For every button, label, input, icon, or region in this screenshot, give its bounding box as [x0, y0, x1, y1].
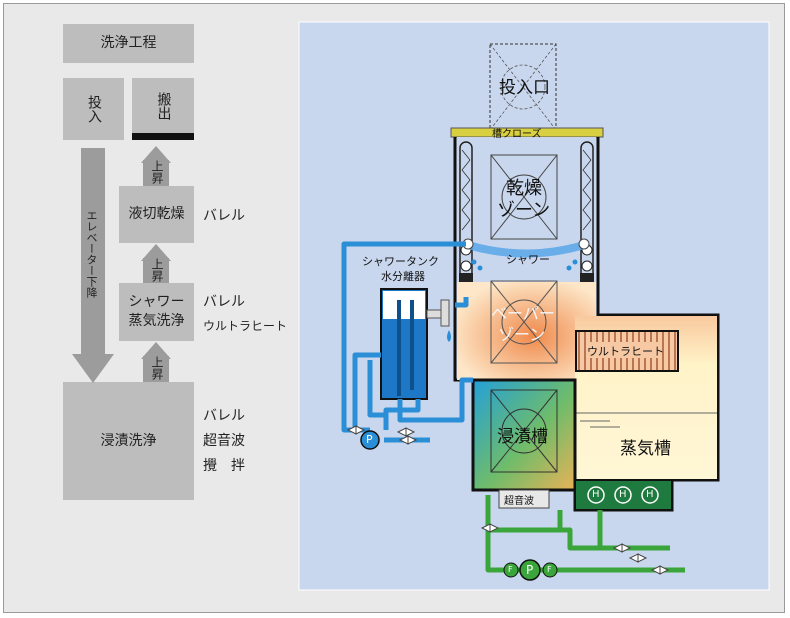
shower-tank: [380, 288, 428, 400]
elevator-arrow: [72, 148, 114, 383]
green-valve-3: [628, 553, 648, 563]
shower-note-1: バレル: [203, 294, 245, 310]
heater-1: [587, 486, 605, 504]
lid-label: 槽クローズ: [492, 129, 542, 140]
blue-pump-label: P: [366, 433, 373, 446]
green-pump: [519, 559, 541, 581]
vapor-zone: [457, 282, 596, 380]
heater-2: [614, 486, 632, 504]
up-label-2: 上昇: [150, 258, 164, 282]
blue-valve-3: [398, 435, 418, 445]
green-valve-1: [480, 523, 500, 533]
immersion-label: 浸漬洗浄: [100, 432, 157, 449]
heater-2-label: H: [619, 489, 627, 500]
shower-box: シャワー 蒸気洗浄: [119, 283, 194, 341]
blue-valve-2: [396, 427, 416, 437]
ultrasonic-label: 超音波: [504, 496, 534, 507]
dry-zone-label-2: ゾーン: [497, 200, 551, 221]
up-arrow-3: [141, 342, 171, 382]
blue-valve-1: [346, 425, 366, 435]
filter-1: [503, 562, 519, 578]
imm-note-2: 超音波: [203, 433, 245, 449]
up-label-1: 上昇: [150, 160, 164, 184]
dry-zone-basket: [490, 154, 558, 240]
inlet-label: 投入口: [499, 78, 550, 98]
unload-bar: [132, 133, 194, 140]
shower-label-2: 蒸気洗浄: [128, 313, 185, 329]
vapor-zone-label-1: ベーパー: [491, 304, 555, 323]
tank-label-1: シャワータンク: [362, 255, 439, 268]
vapor-basket: [490, 280, 558, 364]
vapor-zone-label-2: ゾーン: [498, 325, 546, 344]
blue-pump: [360, 430, 380, 450]
filter-2: [542, 562, 558, 578]
shower-label: シャワー: [506, 253, 550, 266]
steam-tank-label: 蒸気槽: [620, 439, 671, 459]
dry-label: 液切乾燥: [128, 206, 185, 223]
process-title: 洗浄工程: [100, 35, 157, 52]
unload-box: 搬出: [132, 78, 194, 133]
faucet: [426, 299, 451, 342]
heater-1-label: H: [592, 489, 600, 500]
heater-3-label: H: [646, 489, 654, 500]
up-label-3: 上昇: [150, 356, 164, 380]
up-arrow-2: [141, 244, 171, 283]
ultraheat-label: ウルトラヒート: [587, 345, 664, 358]
dry-zone-label-1: 乾燥: [506, 178, 542, 199]
immersion-tank-label: 浸漬槽: [497, 427, 548, 447]
tank-label-2: 水分離器: [381, 270, 425, 283]
unload-label: 搬出: [155, 91, 172, 120]
upper-chamber: [453, 137, 600, 297]
green-pump-label: P: [526, 563, 534, 577]
green-valve-4: [650, 565, 670, 575]
imm-note-1: バレル: [203, 408, 245, 424]
ultrasonic-box: [498, 489, 550, 509]
imm-note-3: 攪 拌: [203, 458, 245, 474]
filter-1-label: F: [508, 565, 513, 574]
immersion-basket: [490, 389, 558, 473]
dry-box: 液切乾燥: [119, 186, 194, 243]
shower-label-1: シャワー: [128, 294, 185, 311]
shower-note-2: ウルトラヒート: [203, 319, 288, 333]
load-label: 投入: [85, 95, 102, 123]
green-valve-2: [612, 543, 632, 553]
immersion-box: 浸漬洗浄: [63, 382, 194, 500]
heater-3: [641, 486, 659, 504]
dry-note: バレル: [203, 208, 245, 224]
up-arrow-1: [141, 146, 171, 186]
load-box: 投入: [63, 78, 124, 140]
elevator-label: エレベーター下降: [85, 210, 98, 298]
process-title-box: 洗浄工程: [63, 24, 194, 63]
filter-2-label: F: [547, 565, 552, 574]
